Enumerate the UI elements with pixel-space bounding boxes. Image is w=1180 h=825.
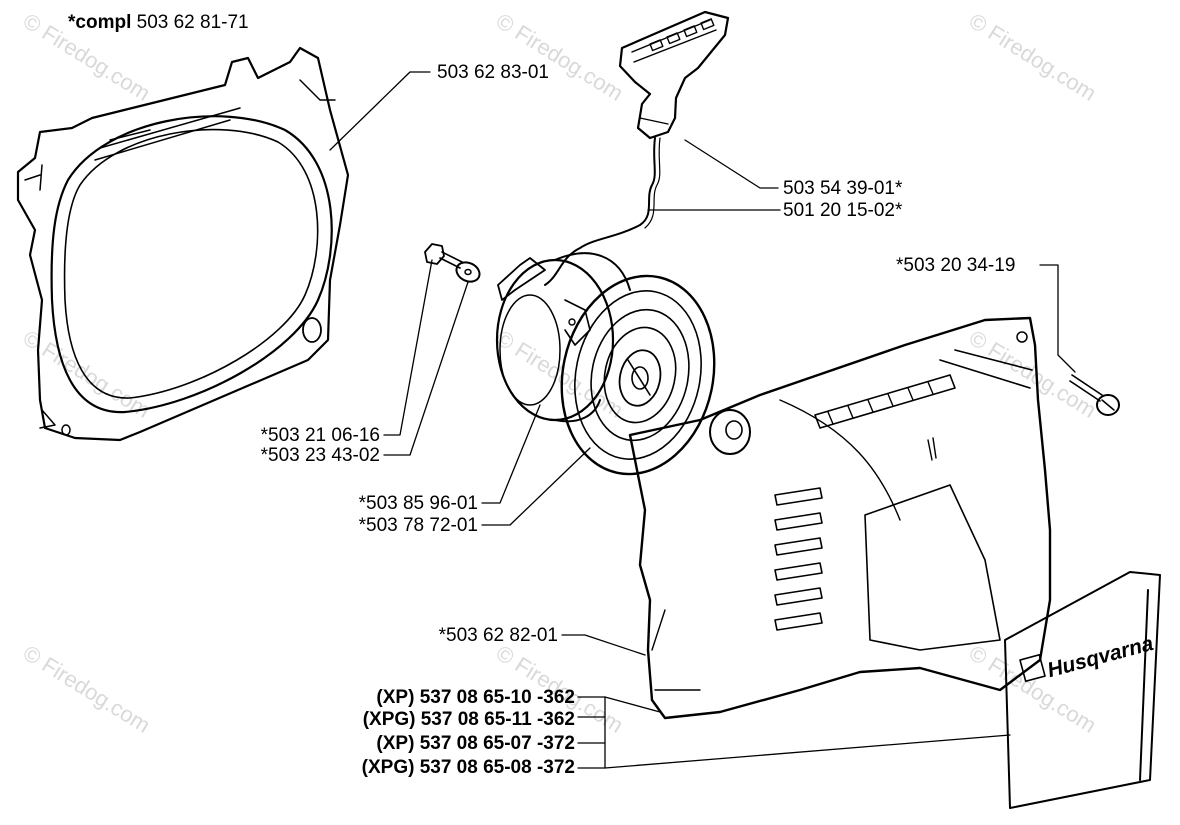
washer: [455, 261, 481, 283]
leader-pulley: [481, 404, 541, 504]
label-decal-xpg-372: (XPG) 537 08 65-08 -372: [361, 757, 575, 778]
label-spring: *503 78 72-01: [358, 515, 478, 536]
compl-number: 503 62 81-71: [136, 12, 249, 33]
label-decal-xp-372: (XP) 537 08 65-07 -372: [376, 733, 575, 754]
label-decal-xpg-362: (XPG) 537 08 65-11 -362: [362, 709, 575, 730]
label-housing: 503 62 83-01: [437, 62, 549, 83]
label-rope: 501 20 15-02*: [783, 200, 903, 221]
leader-housing: [329, 71, 431, 151]
label-cover-screw: *503 20 34-19: [896, 255, 1016, 276]
leader-cover-screw: [1039, 264, 1076, 373]
leader-screw: [383, 259, 433, 436]
label-screw: *503 21 06-16: [260, 425, 380, 446]
compl-prefix: *compl: [68, 12, 132, 33]
leader-decal-to-cover: [604, 696, 661, 713]
leader-decal-bracket: [577, 696, 606, 769]
leader-spring: [481, 447, 591, 526]
leader-decal-to-decal: [604, 734, 1011, 769]
recoil-spring: [560, 274, 716, 476]
label-handle: 503 54 39-01*: [783, 178, 903, 199]
starter-rope: [544, 137, 661, 286]
label-pulley: *503 85 96-01: [358, 493, 478, 514]
leader-cover: [561, 634, 646, 656]
label-decal-xp-362: (XP) 537 08 65-10 -362: [376, 687, 575, 708]
starter-cover: [628, 316, 1052, 720]
cover-screw: [1069, 374, 1120, 416]
starter-handle: [618, 10, 730, 140]
starter-housing: [16, 46, 350, 442]
leader-handle: [684, 139, 779, 189]
leader-lines: [329, 71, 1076, 769]
label-cover: *503 62 82-01: [438, 625, 558, 646]
label-washer: *503 23 43-02: [260, 445, 380, 466]
rope-pulley: [495, 252, 631, 423]
decal: [1004, 571, 1161, 809]
husqvarna-logo-icon: [1019, 654, 1046, 683]
leader-washer: [383, 281, 469, 456]
label-complete-assembly: *compl 503 62 81-71: [68, 12, 249, 34]
